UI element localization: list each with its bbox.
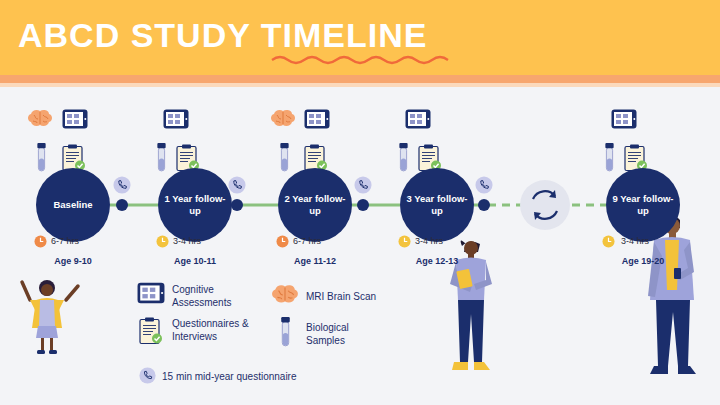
milestone-circle: Baseline — [36, 168, 110, 242]
age-range: Age 11-12 — [294, 256, 336, 266]
milestone-text: 3 Year follow-up — [406, 193, 468, 218]
age-range: Age 12-13 — [416, 256, 459, 266]
legend-text: Questionnaires & Interviews — [172, 317, 257, 343]
milestone-circle: 3 Year follow-up — [400, 168, 474, 242]
milestone-label: Baseline — [53, 199, 92, 211]
milestone-label: 1 Year follow-up — [164, 193, 226, 218]
milestone-label: 2 Year follow-up — [284, 193, 346, 218]
title: ABCD STUDY TIMELINE — [18, 16, 427, 55]
milestone-label: 3 Year follow-up — [406, 193, 468, 218]
legend-text: MRI Brain Scan — [306, 290, 406, 303]
milestone-text: 9 Year follow-up — [612, 193, 674, 218]
milestone-label: 9 Year follow-up — [612, 193, 674, 218]
milestone-text: Baseline — [53, 199, 92, 211]
visit-duration: 3-4 hrs — [173, 236, 201, 246]
age-range: Age 10-11 — [174, 256, 216, 266]
age-range: Age 19-20 — [622, 256, 665, 266]
visit-duration: 6-7 hrs — [51, 236, 79, 246]
milestone-circle: 1 Year follow-up — [158, 168, 232, 242]
milestone-circle: 9 Year follow-up — [606, 168, 680, 242]
visit-duration: 6-7 hrs — [293, 236, 321, 246]
milestone-text: 1 Year follow-up — [164, 193, 226, 218]
age-range: Age 9-10 — [54, 256, 92, 266]
milestone-circle: 2 Year follow-up — [278, 168, 352, 242]
legend-text: 15 min mid-year questionnaire — [162, 370, 382, 383]
visit-duration: 3-4 hrs — [415, 236, 443, 246]
legend-text: Cognitive Assessments — [172, 283, 252, 309]
visit-duration: 3-4 hrs — [621, 236, 649, 246]
milestone-text: 2 Year follow-up — [284, 193, 346, 218]
legend-text: Biological Samples — [306, 321, 386, 347]
